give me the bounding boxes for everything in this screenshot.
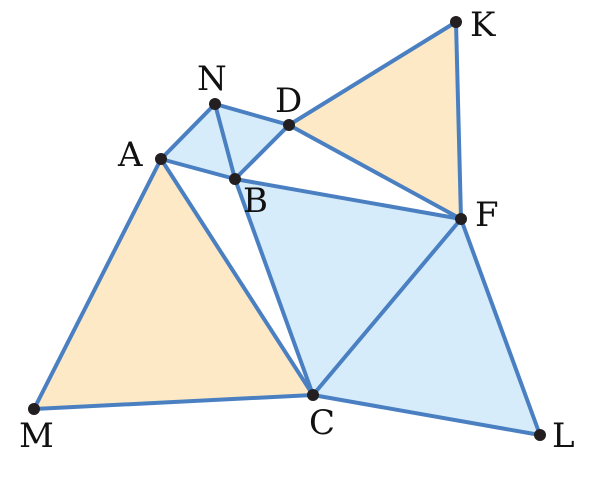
point-K: [450, 16, 462, 28]
segment-BF: [233, 177, 463, 221]
point-D: [283, 119, 295, 131]
segment-CF: [311, 217, 463, 397]
point-labels: A N D K B F C M L: [19, 5, 575, 456]
points: [28, 16, 546, 441]
segment-MA: [32, 157, 163, 411]
label-B: B: [243, 181, 268, 221]
segment-NB: [213, 102, 237, 181]
segment-AN: [159, 102, 217, 161]
point-F: [455, 213, 467, 225]
point-C: [307, 389, 319, 401]
segment-KF: [454, 20, 463, 221]
segment-AC: [159, 157, 315, 397]
region-triangle-DFK: [289, 22, 461, 219]
segment-CM: [32, 393, 315, 411]
point-M: [28, 403, 40, 415]
region-triangle-ACM: [34, 159, 313, 409]
point-B: [229, 173, 241, 185]
label-F: F: [475, 195, 499, 235]
label-M: M: [19, 416, 54, 456]
point-N: [209, 98, 221, 110]
segment-AB: [159, 157, 237, 181]
label-A: A: [117, 135, 143, 175]
label-C: C: [309, 403, 335, 443]
point-A: [155, 153, 167, 165]
segment-BC: [233, 177, 315, 397]
label-N: N: [197, 59, 227, 99]
segment-DF: [287, 123, 463, 221]
region-triangle-BCF: [235, 179, 461, 395]
label-K: K: [470, 5, 496, 45]
label-L: L: [552, 416, 575, 456]
edges: [32, 20, 542, 437]
point-L: [534, 429, 546, 441]
region-triangle-CFL: [313, 219, 540, 435]
segment-FL: [459, 217, 542, 437]
segment-ND: [213, 102, 291, 127]
segment-DK: [287, 20, 458, 127]
segment-LC: [311, 393, 542, 437]
label-D: D: [275, 81, 302, 121]
segment-BD: [233, 123, 291, 181]
